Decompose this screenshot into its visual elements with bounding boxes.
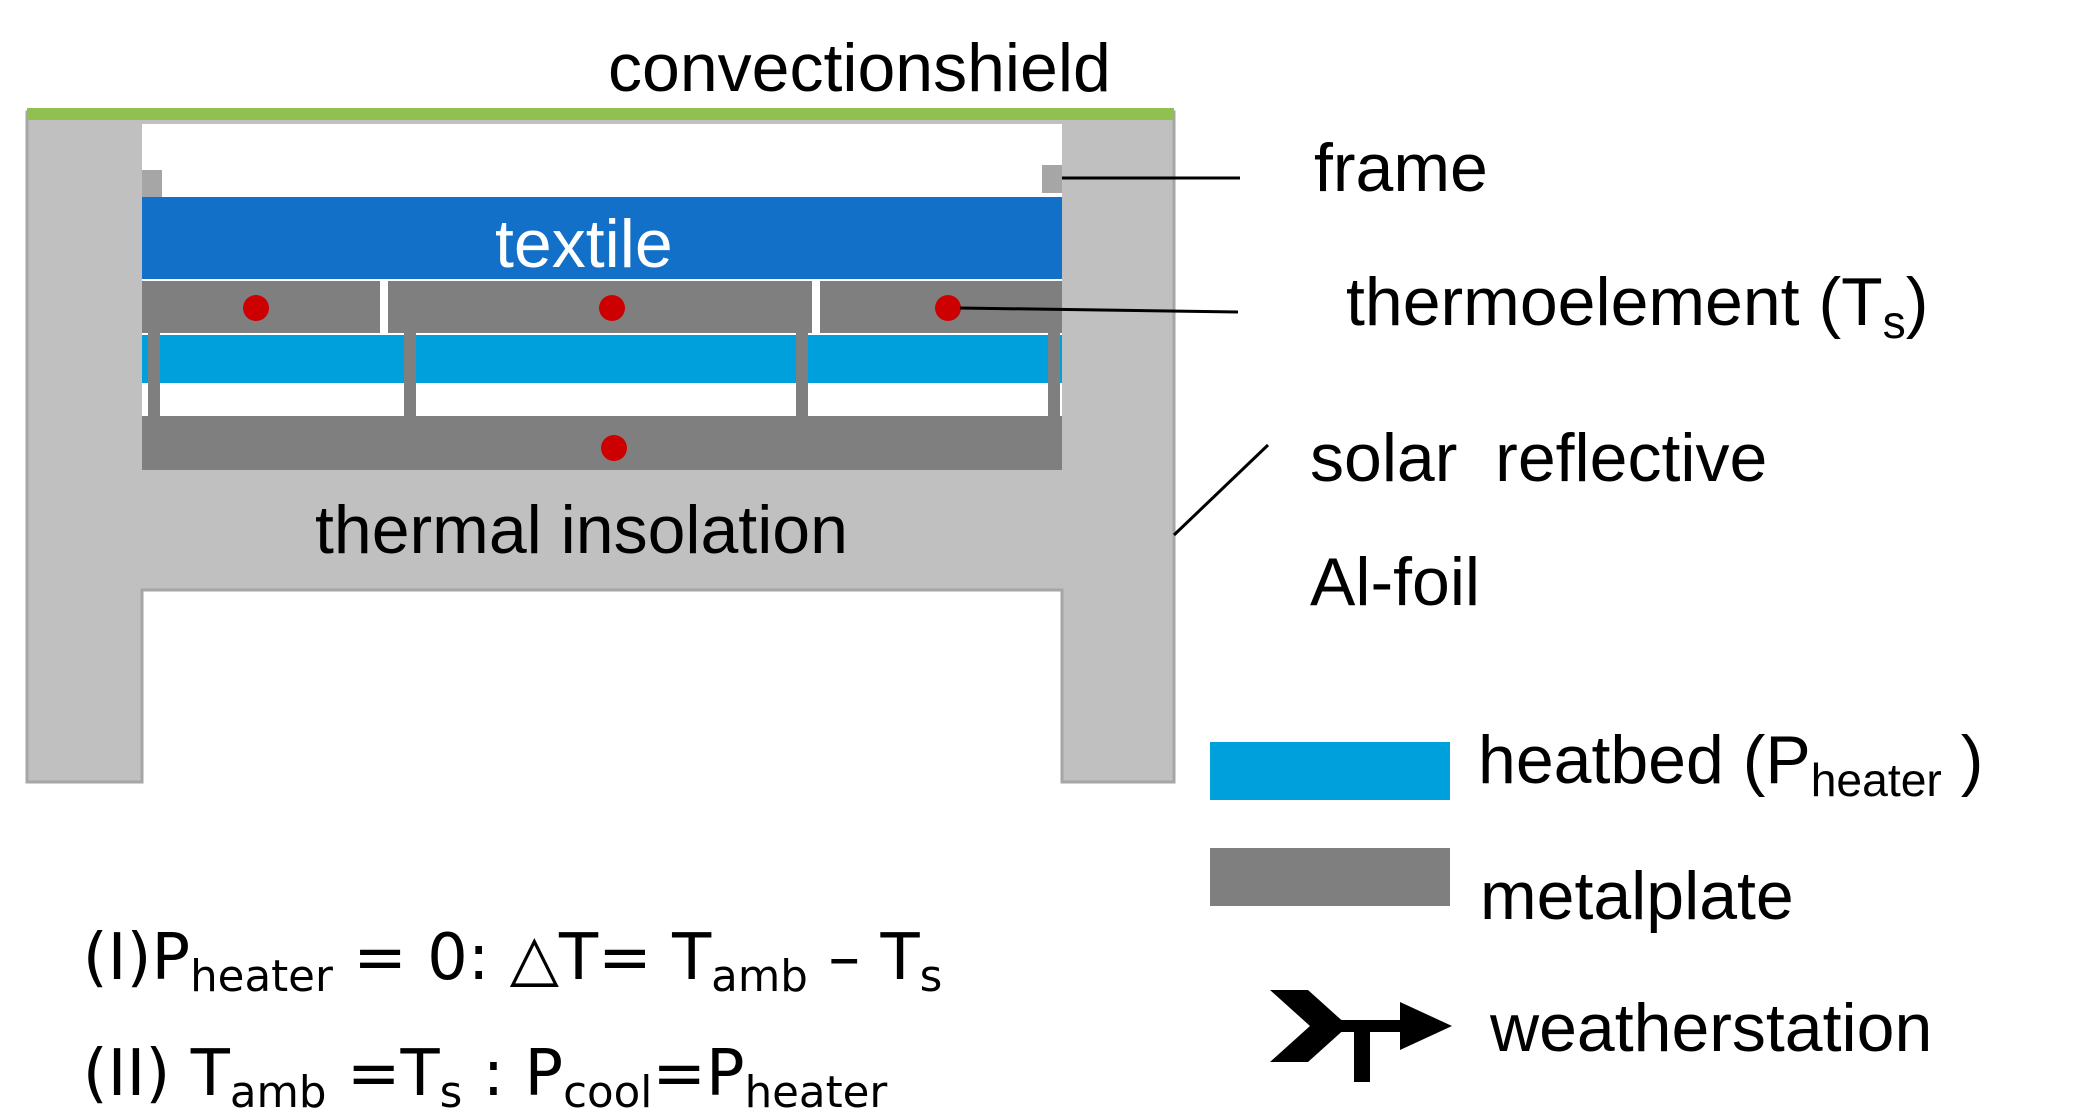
heatbed-1 xyxy=(142,335,404,383)
frame-block-right xyxy=(1042,165,1062,193)
legend-weatherstation-label: weatherstation xyxy=(1490,990,1933,1066)
eq1-amb-sub: amb xyxy=(711,952,808,1003)
equation-2: (II) Tamb =Ts : Pcool=Pheater xyxy=(42,978,888,1115)
convection-shield-label: convectionshield xyxy=(608,30,1111,106)
thermoelement-text: thermoelement (T xyxy=(1346,264,1883,340)
thermoelement-leader-line xyxy=(959,306,1239,314)
legend-heatbed-label: heatbed (Pheater ) xyxy=(1478,726,1983,803)
thermal-insolation-label: thermal insolation xyxy=(315,492,848,568)
legend-metalplate-swatch xyxy=(1210,848,1450,906)
equation-1: (I)Pheater = 0: △T= Tamb – Ts xyxy=(42,862,943,999)
eq1-s-sub: s xyxy=(919,952,943,1003)
textile-layer xyxy=(142,197,1062,279)
eq1-minus: – T xyxy=(807,921,920,995)
legend-heatbed-text: heatbed (P xyxy=(1478,722,1811,798)
al-foil-label: Al-foil xyxy=(1310,544,1481,620)
solar-reflective-label: solar reflective xyxy=(1310,420,1768,496)
eq1-p: P xyxy=(151,921,191,995)
eq1-p-sub: heater xyxy=(190,952,333,1003)
support-leg-1 xyxy=(148,333,160,418)
eq2-amb-sub: amb xyxy=(229,1068,327,1118)
thermoelement-close: ) xyxy=(1905,264,1929,340)
heatbed-3 xyxy=(808,335,1062,383)
legend-heatbed-swatch xyxy=(1210,742,1450,800)
eq2-heater-sub: heater xyxy=(744,1068,888,1118)
eq2-eq: =T xyxy=(326,1037,440,1111)
eq2-cool-sub: cool xyxy=(563,1068,653,1118)
al-foil-leader-line xyxy=(1172,443,1270,537)
thermoelement-dot-2 xyxy=(599,295,625,321)
eq1-prefix: (I) xyxy=(82,921,152,995)
thermoelement-subscript: s xyxy=(1882,295,1906,348)
frame-block-left xyxy=(142,170,162,198)
textile-label: textile xyxy=(495,206,673,282)
thermoelement-dot-1 xyxy=(243,295,269,321)
frame-label: frame xyxy=(1314,130,1488,206)
support-leg-3 xyxy=(796,333,808,418)
weatherstation-icon xyxy=(1270,990,1452,1082)
eq2-eq2: =P xyxy=(652,1037,745,1111)
convection-shield xyxy=(27,108,1174,120)
thermoelement-label: thermoelement (Ts) xyxy=(1346,268,1928,345)
eq2-t: T xyxy=(170,1037,230,1111)
thermoelement-dot-4 xyxy=(601,435,627,461)
eq1-mid: = 0: △T= T xyxy=(332,921,712,995)
eq2-s-sub: s xyxy=(439,1068,463,1118)
eq2-colon: : P xyxy=(462,1037,564,1111)
legend-metalplate-label: metalplate xyxy=(1480,858,1794,934)
legend-heatbed-subscript: heater xyxy=(1810,753,1942,806)
heatbed-2 xyxy=(416,335,796,383)
legend-heatbed-close: ) xyxy=(1941,722,1984,798)
eq2-prefix: (II) xyxy=(82,1037,171,1111)
support-leg-2 xyxy=(404,333,416,418)
support-leg-4 xyxy=(1048,333,1060,418)
thermoelement-dot-3 xyxy=(935,295,961,321)
